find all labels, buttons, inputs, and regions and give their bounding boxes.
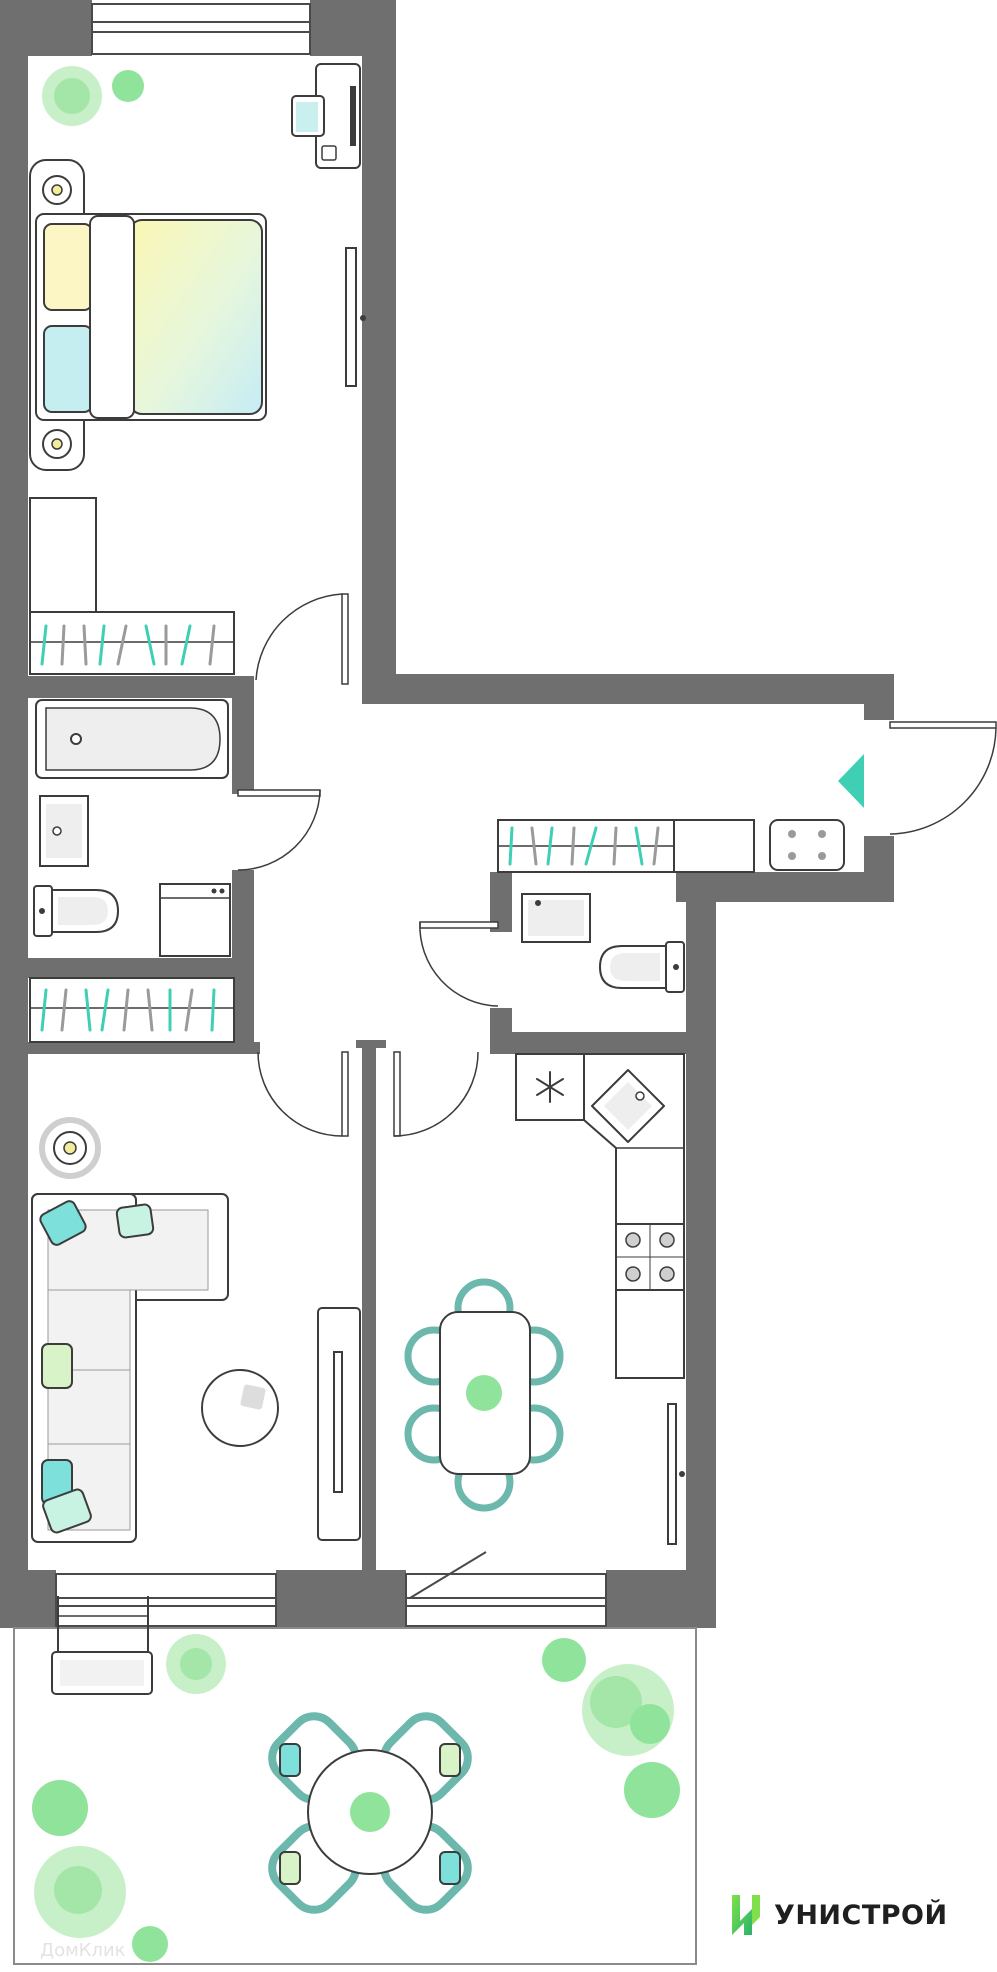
kitchen-counter	[583, 1053, 685, 1379]
sink	[39, 795, 89, 867]
snowflake-icon	[536, 1071, 564, 1103]
plant-icon	[542, 1638, 586, 1682]
unistroy-logo-icon	[732, 1895, 760, 1935]
plant-icon	[466, 1375, 502, 1411]
tv-stand	[317, 1307, 361, 1541]
plant-icon	[42, 66, 144, 126]
windows	[55, 3, 607, 1627]
wc-toilet	[598, 941, 685, 993]
balcony	[13, 1627, 697, 1965]
plant-icon	[624, 1762, 680, 1818]
plant-icon	[132, 1926, 168, 1962]
fridge	[515, 1053, 585, 1121]
stove-icon	[615, 1223, 685, 1291]
wc	[521, 893, 685, 993]
kitchen-tv	[667, 1403, 685, 1545]
bathtub	[35, 699, 229, 779]
washing-machine	[159, 883, 231, 957]
floor-lamp-icon	[39, 1117, 101, 1179]
shoe-bench	[769, 819, 845, 871]
doors	[237, 593, 997, 1137]
bathroom	[33, 699, 231, 957]
dining-table	[404, 1278, 564, 1512]
round-table	[268, 1712, 472, 1914]
toilet	[33, 885, 120, 937]
wc-sink	[521, 893, 591, 943]
hall-wardrobe	[29, 977, 235, 1043]
brand-logo: УНИСТРОЙ	[728, 1890, 948, 1940]
bedroom-tv	[345, 247, 366, 387]
coffee-table	[201, 1369, 279, 1447]
double-bed	[29, 159, 267, 471]
desk	[291, 63, 361, 169]
balcony-furniture	[32, 1596, 680, 1962]
walls	[0, 0, 894, 1628]
kitchen-sink	[591, 1069, 665, 1143]
bedroom	[29, 63, 366, 675]
watermark: ДомКлик	[40, 1940, 126, 1961]
living-room	[31, 1117, 361, 1543]
wardrobe	[29, 497, 235, 675]
entrance-arrow-icon	[838, 754, 864, 808]
balcony-chair	[51, 1596, 153, 1695]
corner-sofa	[31, 1193, 229, 1543]
brand-name: УНИСТРОЙ	[774, 1899, 948, 1931]
plant-icon	[32, 1780, 88, 1836]
plant-icon	[350, 1792, 390, 1832]
entrance-wardrobe	[497, 819, 755, 873]
hallway	[29, 819, 845, 1043]
kitchen	[404, 1053, 685, 1545]
balcony-plants	[32, 1634, 680, 1962]
